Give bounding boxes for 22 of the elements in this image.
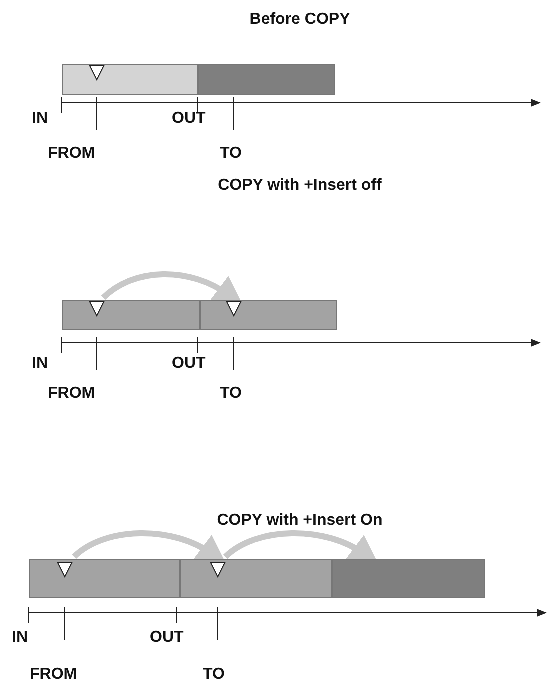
timeline-label: OUT: [172, 110, 206, 128]
timeline-label: OUT: [150, 629, 184, 647]
panel-heading: COPY with +Insert off: [218, 177, 382, 195]
timeline-label: TO: [203, 666, 225, 681]
clip-bar: [198, 64, 335, 95]
timeline-label: TO: [220, 145, 242, 163]
timeline-label: FROM: [30, 666, 78, 681]
clip-bar: [180, 559, 332, 598]
timeline-label: IN: [32, 110, 48, 128]
timeline-label: IN: [32, 355, 48, 373]
clip-bar: [332, 559, 485, 598]
clip-bar: [62, 64, 198, 95]
timeline-label: FROM: [48, 385, 96, 403]
clip-bar: [62, 300, 200, 330]
timeline-label: TO: [220, 385, 242, 403]
timeline-label: FROM: [48, 145, 96, 163]
clip-bar: [200, 300, 337, 330]
panel-heading: Before COPY: [250, 11, 350, 29]
panel-heading: COPY with +Insert On: [217, 512, 383, 530]
timeline-label: OUT: [172, 355, 206, 373]
clip-bar: [29, 559, 180, 598]
timeline-label: IN: [12, 629, 28, 647]
